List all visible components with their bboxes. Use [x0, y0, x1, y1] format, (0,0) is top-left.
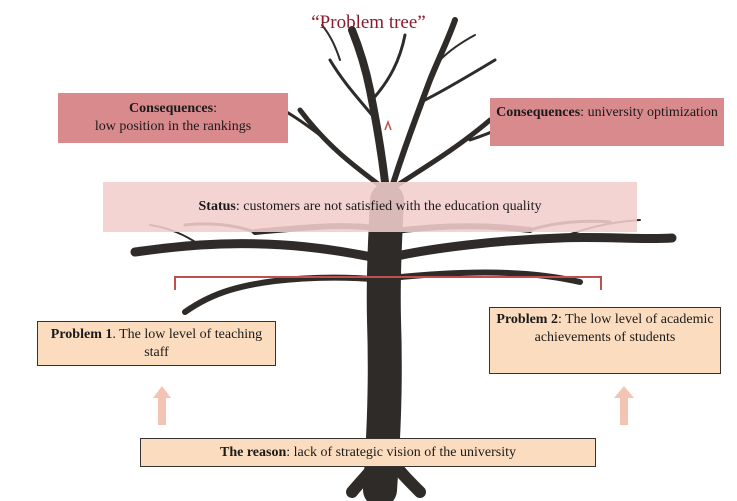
reason-label: The reason: [219, 445, 287, 460]
problem-2-text: The low level of academic achievements o…: [534, 312, 714, 345]
problem-2-box: Problem 2: The low level of academic ach…: [489, 307, 721, 374]
problem-1-text: The low level of teaching staff: [119, 327, 263, 360]
consequence-left-label: Consequences: [129, 101, 214, 116]
status-label: Status: [198, 199, 236, 214]
consequence-right-box: Consequences: university optimization: [490, 98, 724, 146]
reason-text: lack of strategic vision of the universi…: [293, 445, 517, 460]
problem-bracket: [174, 276, 602, 290]
tree-icon: [130, 17, 677, 501]
consequence-right-label: Consequences: [496, 105, 581, 120]
reason-box: The reason: lack of strategic vision of …: [140, 438, 596, 467]
left-up-arrow-icon: [153, 386, 171, 425]
problem-2-label: Problem 2: [496, 312, 558, 327]
consequence-right-text: university optimization: [587, 105, 718, 120]
problem-1-box: Problem 1. The low level of teaching sta…: [37, 321, 276, 366]
small-arrow-icon: [384, 119, 392, 131]
status-box: Status: customers are not satisfied with…: [103, 182, 637, 232]
consequence-left-box: Consequences: low position in the rankin…: [58, 93, 288, 143]
right-up-arrow-icon: [614, 386, 634, 425]
status-text: customers are not satisfied with the edu…: [243, 199, 542, 214]
problem-1-label: Problem 1: [50, 327, 113, 342]
consequence-left-text: low position in the rankings: [94, 119, 252, 134]
diagram-title: “Problem tree”: [311, 12, 426, 33]
